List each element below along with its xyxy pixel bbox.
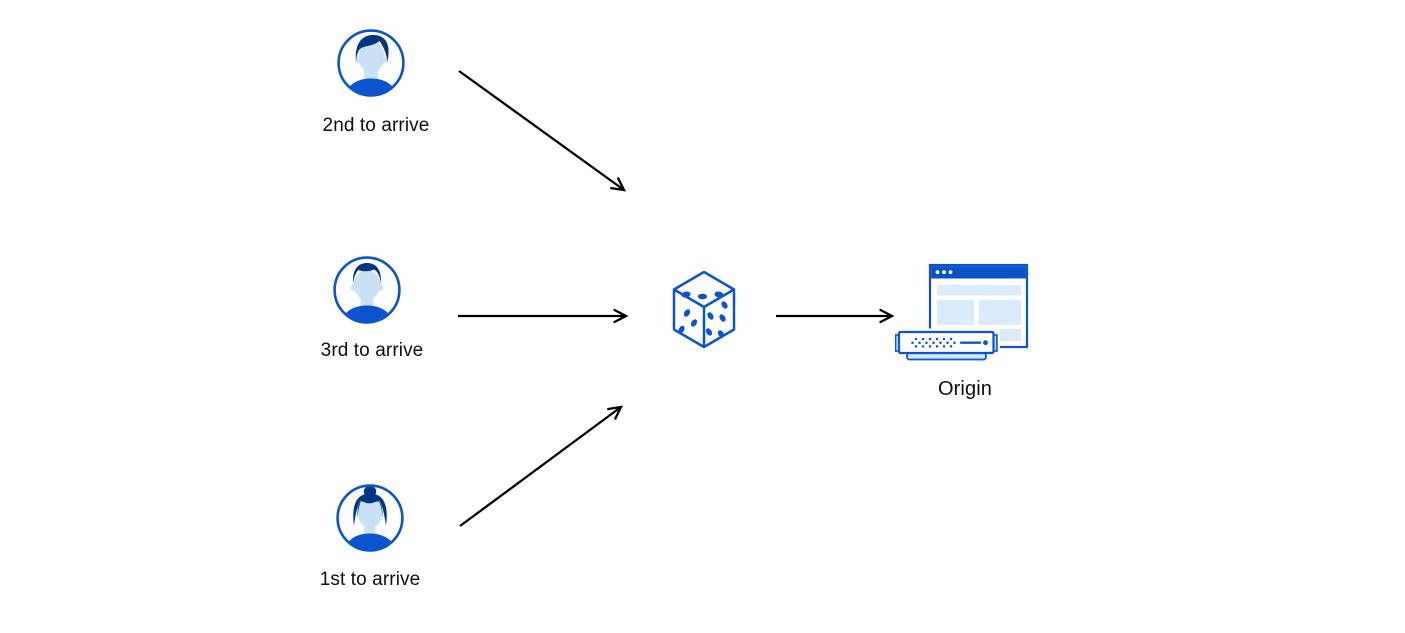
user-male-avatar-icon [333, 256, 401, 324]
dice-icon [672, 270, 736, 349]
node-label-user-2nd: 2nd to arrive [322, 115, 430, 136]
arrow-user-2nd-to-dice [458, 70, 627, 192]
node-label-origin: Origin [938, 378, 992, 400]
node-randomizer [668, 268, 740, 352]
user-female-avatar-icon [336, 484, 404, 552]
arrow-user-1st-to-dice [459, 405, 623, 527]
node-label-user-1st: 1st to arrive [319, 569, 421, 590]
node-user-2nd [335, 27, 407, 99]
node-user-3rd [331, 254, 403, 326]
node-user-1st [334, 482, 406, 554]
origin-server-browser-icon [895, 263, 1029, 365]
node-origin [895, 260, 1030, 365]
user-male-avatar-icon [337, 29, 405, 97]
node-label-user-3rd: 3rd to arrive [320, 340, 424, 361]
